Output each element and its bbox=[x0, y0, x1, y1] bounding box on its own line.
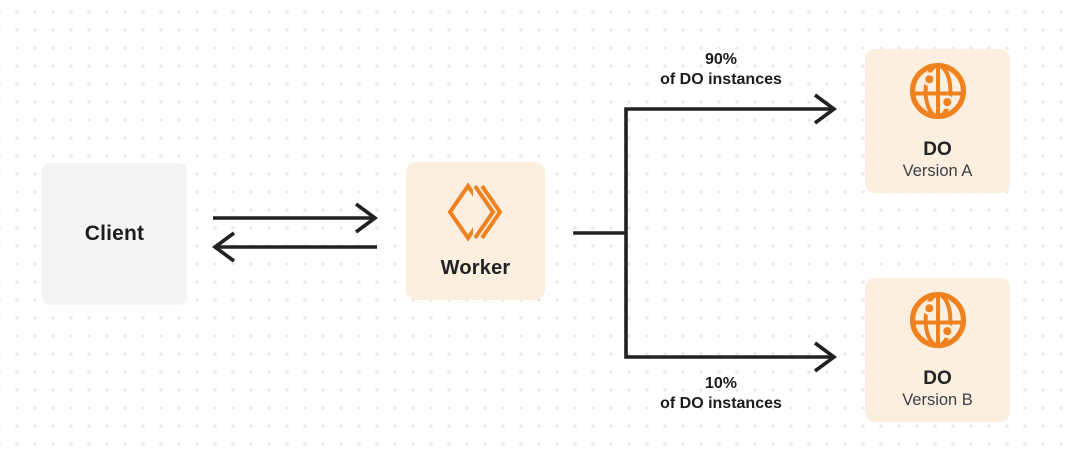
do-version-b-node: DO Version B bbox=[865, 278, 1010, 422]
request-arrow-head bbox=[354, 202, 379, 234]
worker-label: Worker bbox=[440, 257, 511, 279]
globe-icon bbox=[909, 62, 966, 120]
do-a-title: DO bbox=[923, 139, 952, 160]
split-top-label: 90% of DO instances bbox=[631, 50, 811, 90]
split-top-percent: 90% bbox=[704, 51, 738, 68]
do-b-title: DO bbox=[923, 368, 952, 389]
workers-logo-icon bbox=[447, 180, 503, 244]
split-arrow-top-head bbox=[813, 93, 838, 125]
do-b-subtitle: Version B bbox=[902, 391, 973, 409]
client-label: Client bbox=[84, 222, 145, 245]
split-connector bbox=[573, 107, 833, 359]
worker-node: Worker bbox=[406, 162, 545, 300]
split-top-caption: of DO instances bbox=[660, 71, 782, 88]
split-bottom-caption: of DO instances bbox=[660, 395, 782, 412]
response-arrow-head bbox=[211, 231, 236, 263]
globe-icon bbox=[909, 291, 966, 349]
do-version-a-node: DO Version A bbox=[865, 49, 1010, 193]
do-a-subtitle: Version A bbox=[902, 162, 973, 180]
split-bottom-label: 10% of DO instances bbox=[631, 374, 811, 414]
split-bottom-percent: 10% bbox=[704, 375, 738, 392]
client-node: Client bbox=[42, 163, 187, 305]
split-arrow-bottom-head bbox=[813, 341, 838, 373]
